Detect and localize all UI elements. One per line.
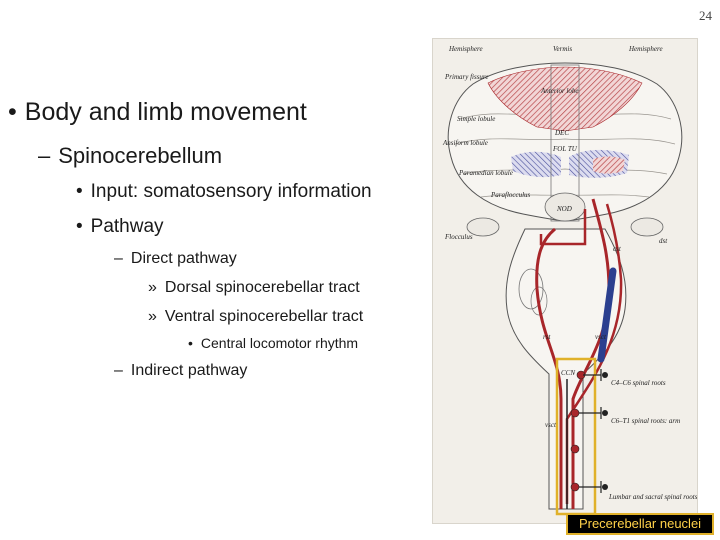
flocculus-right: [630, 217, 664, 237]
outline-level4-text: Direct pathway: [130, 250, 237, 267]
spinal-root-arm: [579, 407, 602, 419]
diagram-svg: Hemisphere Vermis Hemisphere Primary fis…: [442, 45, 711, 516]
outline-level6-item: • Central locomotor rhythm: [188, 335, 358, 351]
outline-level5-item: » Dorsal spinocerebellar tract: [148, 279, 360, 297]
label-dec: DEC: [554, 129, 569, 137]
spinal-root-neck: [583, 369, 602, 381]
precerebellar-nuclei-caption: Precerebellar neuclei: [566, 513, 714, 535]
outline-level5-text: Dorsal spinocerebellar tract: [164, 279, 360, 296]
bullet-marker: •: [8, 98, 17, 126]
root-ganglion-neck: [602, 372, 608, 378]
paramedian-region-left: [511, 151, 561, 178]
label-flocculus: Flocculus: [444, 233, 473, 241]
red-tract-1: [535, 227, 563, 509]
label-cst: cst: [613, 245, 622, 253]
outline-level3-text: Pathway: [90, 216, 164, 237]
label-paraflocculus: Paraflocculus: [490, 191, 531, 199]
bullet-marker: –: [114, 250, 123, 267]
bullet-marker: •: [188, 335, 193, 351]
bullet-marker: »: [148, 279, 157, 296]
label-paramedian-lobule: Paramedian lobule: [458, 169, 513, 177]
bullet-marker: »: [148, 308, 157, 325]
nodulus: [544, 192, 586, 222]
label-simple-lobule: Simple lobule: [457, 115, 495, 123]
outline-level4-item: –Indirect pathway: [114, 362, 247, 380]
label-roots-arm: C6–T1 spinal roots: arm: [611, 417, 680, 425]
anterior-lobe-region: [487, 66, 643, 132]
bullet-marker: •: [76, 216, 83, 237]
red-tract-3: [565, 203, 623, 504]
outline-level5-item: » Ventral spinocerebellar tract: [148, 308, 363, 326]
bullet-marker: –: [114, 362, 123, 379]
red-tract-4: [539, 209, 587, 246]
outline-level5-text: Ventral spinocerebellar tract: [164, 308, 364, 325]
label-nod: NOD: [556, 205, 572, 213]
bullet-marker: –: [38, 143, 51, 168]
paramedian-red-right: [593, 156, 625, 174]
slide-number: 24: [699, 8, 712, 23]
outline-level3-text: Input: somatosensory information: [90, 181, 372, 202]
outline-level3-item: • Input: somatosensory information: [76, 181, 372, 203]
root-ganglion-leg: [602, 484, 608, 490]
neuron-leg: [570, 482, 580, 492]
label-hemisphere-right: Hemisphere: [628, 45, 663, 53]
label-hemisphere-left: Hemisphere: [448, 45, 483, 53]
flocculus-left: [466, 217, 500, 237]
outline-level3-item: • Pathway: [76, 216, 164, 238]
neuron-arm: [570, 408, 580, 418]
outline-level4-item: –Direct pathway: [114, 250, 237, 268]
outline-level4-text: Indirect pathway: [130, 362, 248, 379]
spinal-root-leg: [579, 481, 602, 493]
label-dst: dst: [659, 237, 668, 245]
label-fol-tu: FOL TU: [552, 145, 578, 153]
outline-level1-text: Body and limb movement: [24, 98, 307, 126]
spinocerebellum-diagram: Hemisphere Vermis Hemisphere Primary fis…: [432, 38, 711, 524]
brainstem-outline: [505, 228, 627, 510]
olive-left-inner: [530, 286, 548, 316]
outline-level1: •Body and limb movement: [8, 98, 307, 127]
label-roots-leg: Lumbar and sacral spinal roots: leg: [608, 493, 697, 501]
label-primary-fissure: Primary fissure: [444, 73, 489, 81]
neuron-mid: [570, 444, 580, 454]
label-anterior-lobe: Anterior lobe: [540, 87, 579, 95]
label-vermis: Vermis: [553, 45, 572, 53]
label-ccn: CCN: [561, 369, 575, 377]
label-ccn-vsct: vsct: [595, 333, 607, 341]
root-ganglion-arm: [602, 410, 608, 416]
blue-tract: [597, 267, 617, 363]
label-vsct: vsct: [545, 421, 557, 429]
label-ansiform-lobule: Ansiform lobule: [442, 139, 488, 147]
label-rst: rst: [543, 333, 551, 341]
outline-level6-text: Central locomotor rhythm: [200, 335, 359, 351]
outline-level2-text: Spinocerebellum: [58, 143, 223, 168]
outline-level2: –Spinocerebellum: [38, 143, 222, 169]
label-roots-neck: C4–C6 spinal roots: [611, 379, 666, 387]
bullet-marker: •: [76, 181, 83, 202]
